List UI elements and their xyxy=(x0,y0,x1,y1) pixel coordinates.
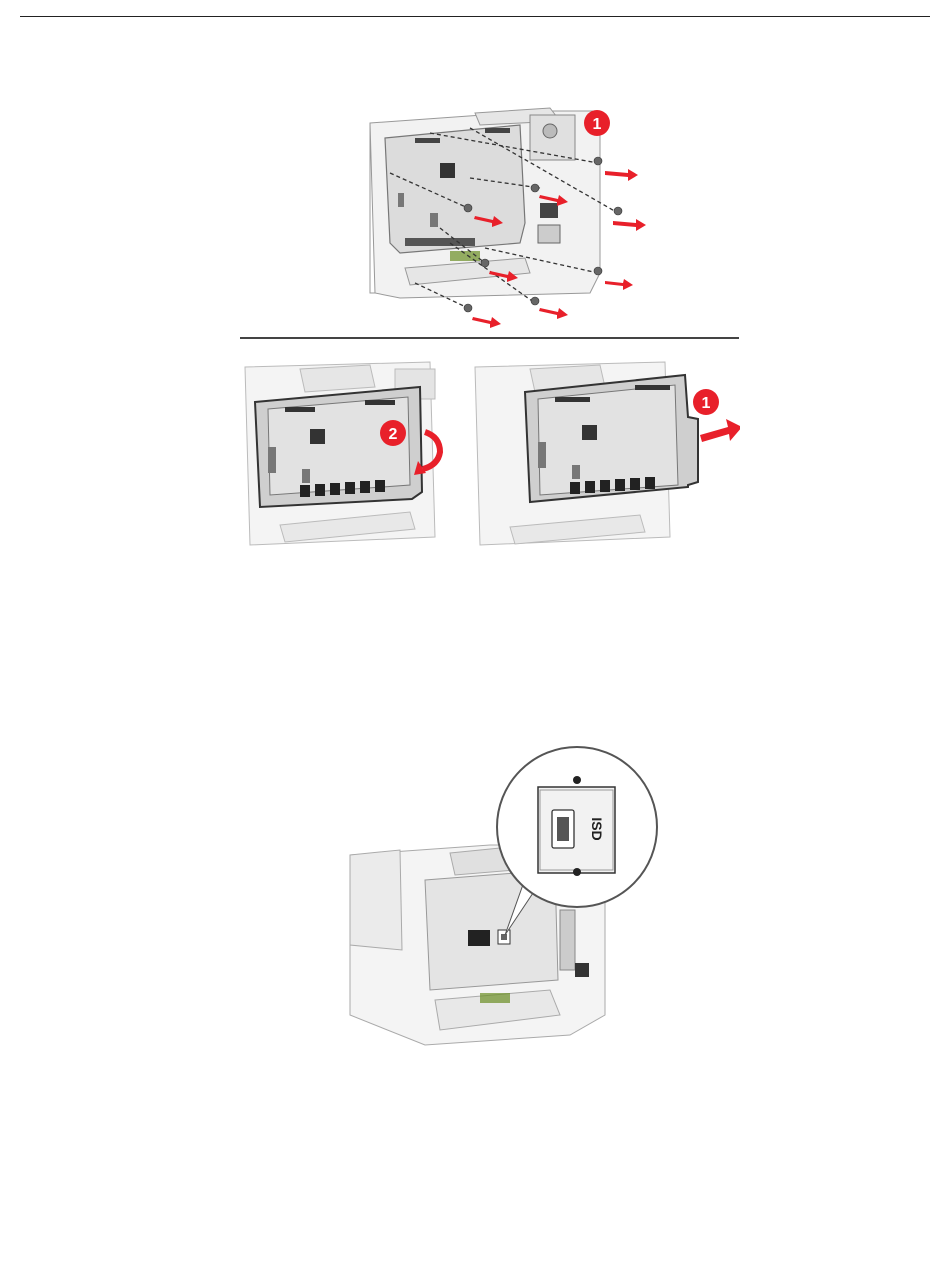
step-callout-1-label: 1 xyxy=(593,116,602,133)
isd-label: ISD xyxy=(589,817,605,840)
page-top-rule xyxy=(20,16,930,17)
step-callout-1b-label: 1 xyxy=(702,395,711,412)
shield-tilt-illustration: 2 xyxy=(240,357,460,547)
isd-connector-illustration: ISD xyxy=(340,745,660,1055)
figure-divider xyxy=(240,337,739,339)
step-callout-2-label: 2 xyxy=(389,426,398,443)
remove-screws-illustration: 1 xyxy=(360,103,650,335)
shield-remove-illustration: 1 xyxy=(470,357,740,547)
